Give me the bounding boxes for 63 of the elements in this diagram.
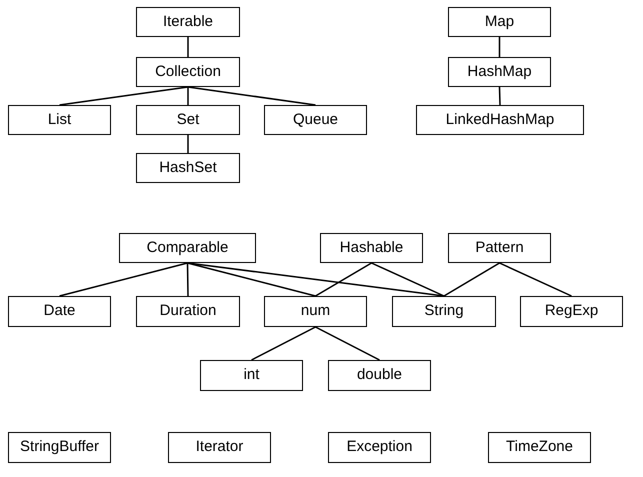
class-box (119, 233, 256, 263)
connector-line (315, 262, 372, 297)
class-box (168, 432, 271, 463)
class-box (136, 57, 240, 87)
class-name: List (48, 110, 72, 130)
connector-line (186, 262, 189, 296)
connector-line (498, 37, 500, 57)
class-box (200, 360, 303, 391)
class-name: Iterable (162, 12, 214, 32)
class-name: TimeZone (506, 438, 573, 457)
class-box (136, 153, 240, 183)
class-name: double (356, 366, 402, 385)
class-box (264, 105, 367, 135)
connector-line (187, 37, 189, 57)
connector-line (59, 262, 188, 297)
class-name: Hashable (340, 238, 404, 258)
class-name: Duration (160, 302, 216, 321)
class-name: int (244, 366, 260, 385)
class-name: HashSet (159, 158, 217, 178)
class-name: num (300, 302, 330, 321)
connector-line (187, 262, 316, 297)
class-box (416, 105, 584, 135)
connector-line (59, 86, 188, 106)
class-box (8, 296, 111, 327)
class-box (448, 233, 551, 263)
class-name: StringBuffer (20, 438, 99, 457)
class-box (264, 296, 367, 327)
class-name: Map (484, 12, 514, 32)
class-box (392, 296, 496, 327)
connector-line (188, 86, 316, 106)
class-box (328, 360, 431, 391)
class-box (448, 57, 551, 87)
connector-line (499, 262, 572, 297)
class-name: RegExp (544, 302, 598, 321)
connector-line (498, 86, 501, 106)
class-box (8, 105, 111, 135)
connector-line (371, 262, 444, 297)
class-box (136, 105, 240, 135)
connector-line (315, 326, 380, 361)
class-box (8, 432, 111, 463)
class-name: String (424, 302, 464, 321)
connector-line (251, 326, 316, 361)
class-box (488, 432, 591, 463)
connector-line (187, 135, 189, 153)
class-box (320, 233, 423, 263)
class-name: Iterator (196, 438, 244, 457)
class-name: Exception (346, 438, 412, 457)
class-name: Pattern (475, 238, 524, 258)
connector-line (187, 262, 444, 297)
class-name: Comparable (146, 238, 228, 258)
class-box (328, 432, 431, 463)
class-name: LinkedHashMap (446, 110, 554, 130)
connector-line (444, 262, 500, 297)
class-box (520, 296, 623, 327)
class-box (448, 7, 551, 37)
class-name: Date (44, 302, 76, 321)
class-name: Set (176, 110, 200, 130)
class-box (136, 7, 240, 37)
class-name: Queue (292, 110, 338, 130)
class-name: Collection (155, 62, 221, 82)
connector-line (187, 87, 189, 105)
class-box (136, 296, 240, 327)
class-name: HashMap (467, 62, 532, 82)
